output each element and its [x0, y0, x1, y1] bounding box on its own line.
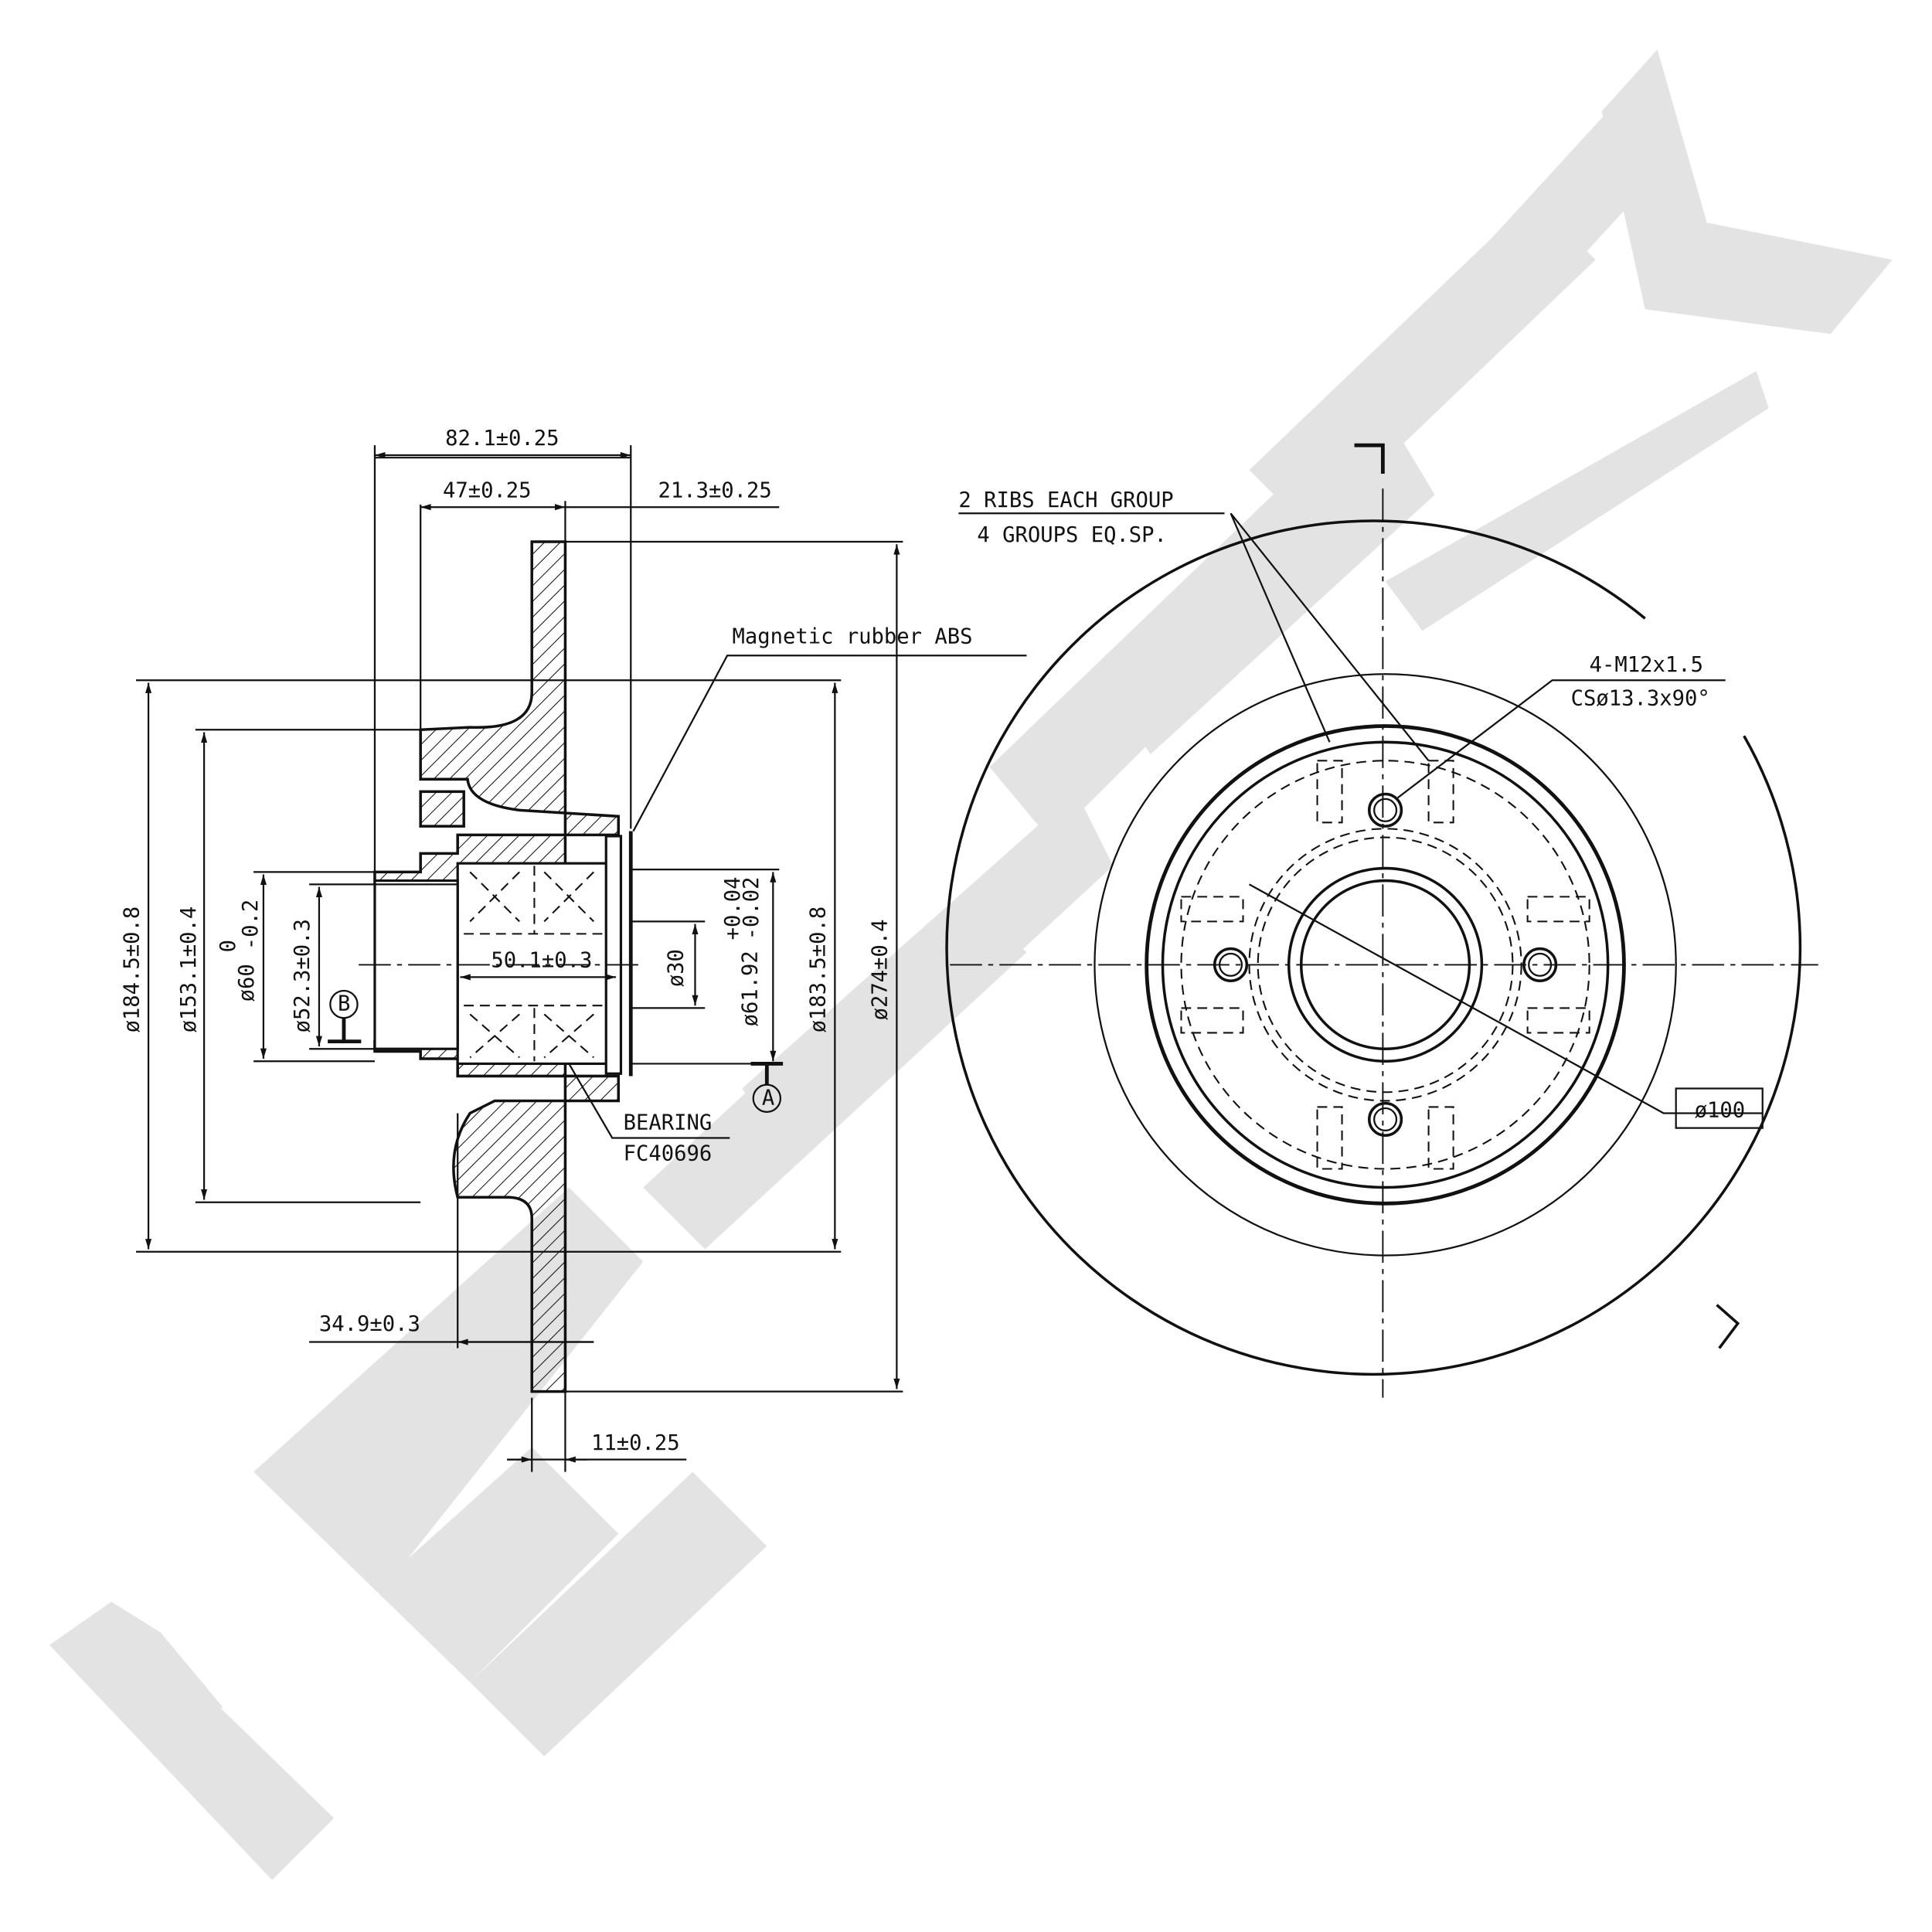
- note-ribs-line1: 2 RIBS EACH GROUP: [958, 488, 1173, 512]
- dim-dia-60-tol-lower: -0.2: [239, 900, 263, 950]
- note-thread: 4-M12x1.5: [1590, 653, 1703, 677]
- front-view-labels: 2 RIBS EACH GROUP 4 GROUPS EQ.SP. 4-M12x…: [958, 488, 1745, 1122]
- front-view: [945, 443, 1818, 1398]
- ribs: [1180, 760, 1590, 1170]
- dim-dia-274: ø274±0.4: [869, 919, 893, 1020]
- dim-dia-60: ø60: [235, 964, 259, 1002]
- note-bearing-code: FC40696: [624, 1141, 713, 1165]
- dim-dia-61-tol-upper: +0.04: [721, 877, 745, 940]
- dim-hub-offset: 21.3±0.25: [658, 478, 771, 502]
- dim-pcd: ø100: [1695, 1098, 1745, 1122]
- section-view: [136, 445, 1027, 1472]
- dim-dia-153: ø153.1±0.4: [177, 906, 201, 1033]
- dim-dia-30: ø30: [664, 949, 688, 987]
- dim-dia-61-tol-lower: -0.02: [740, 877, 764, 940]
- dim-dia-60-tol-upper: 0: [216, 940, 240, 952]
- dim-flange-offset: 47±0.25: [443, 478, 532, 502]
- dim-dia-61: ø61.92: [739, 951, 763, 1026]
- datum-b-label: B: [338, 992, 350, 1016]
- datum-a-label: A: [762, 1086, 774, 1110]
- note-countersink: CSø13.3x90°: [1571, 686, 1710, 710]
- dim-dia-183: ø183.5±0.8: [807, 906, 831, 1033]
- dim-dia-52: ø52.3±0.3: [291, 919, 315, 1032]
- dim-offset-34: 34.9±0.3: [319, 1312, 420, 1336]
- dim-dia-184: ø184.5±0.8: [120, 906, 144, 1033]
- note-bearing: BEARING: [624, 1111, 713, 1134]
- note-abs: Magnetic rubber ABS: [733, 624, 973, 648]
- dim-bearing-width: 50.1±0.3: [491, 949, 592, 973]
- note-ribs-line2: 4 GROUPS EQ.SP.: [977, 523, 1167, 547]
- section-view-labels: 82.1±0.25 47±0.25 21.3±0.25 Magnetic rub…: [120, 427, 972, 1455]
- dim-overall-width: 82.1±0.25: [445, 427, 559, 451]
- dim-thickness: 11±0.25: [591, 1431, 680, 1455]
